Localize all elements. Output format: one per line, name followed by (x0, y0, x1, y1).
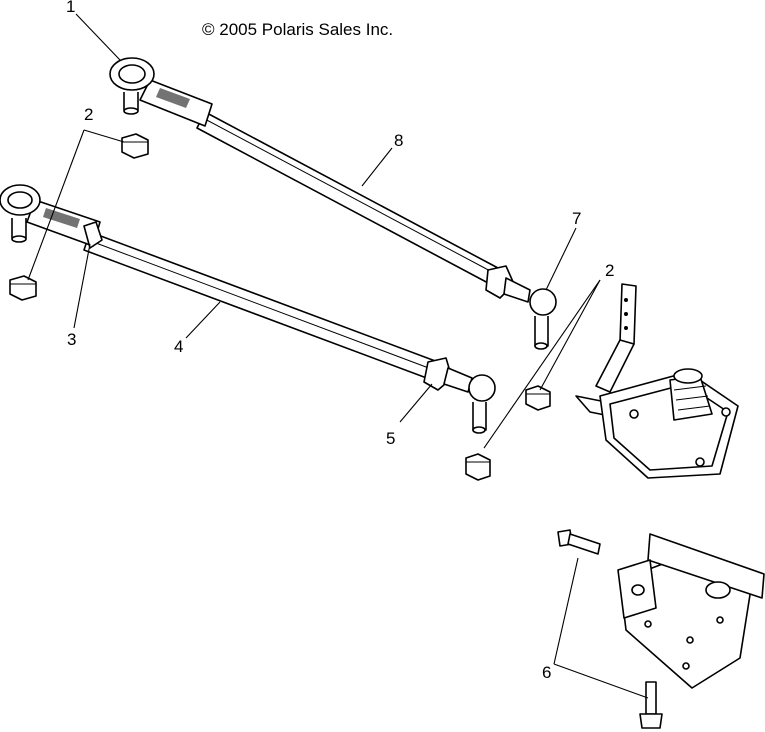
callout-6: 6 (542, 663, 551, 682)
hex-nut-right-lower (465, 453, 491, 481)
callout-3: 3 (67, 330, 76, 349)
upper-tie-rod (109, 57, 557, 350)
steering-gearbox (575, 283, 739, 479)
callout-5: 5 (386, 429, 395, 448)
mounting-bracket (617, 533, 765, 689)
lower-tie-rod (0, 184, 496, 434)
leader-lines (27, 13, 649, 699)
callout-7: 7 (572, 209, 581, 228)
callout-1: 1 (66, 0, 75, 16)
callout-8: 8 (394, 131, 403, 150)
callout-2-left: 2 (84, 105, 93, 124)
bolt-upper (557, 529, 601, 555)
callout-2-right: 2 (605, 261, 614, 280)
hex-nut-right-upper (525, 385, 551, 411)
callout-4: 4 (174, 337, 183, 356)
hex-nut-upper-left (121, 133, 149, 159)
copyright-notice: © 2005 Polaris Sales Inc. (202, 20, 394, 39)
bolt-lower (639, 681, 663, 729)
hex-nut-lower-left (9, 275, 37, 301)
